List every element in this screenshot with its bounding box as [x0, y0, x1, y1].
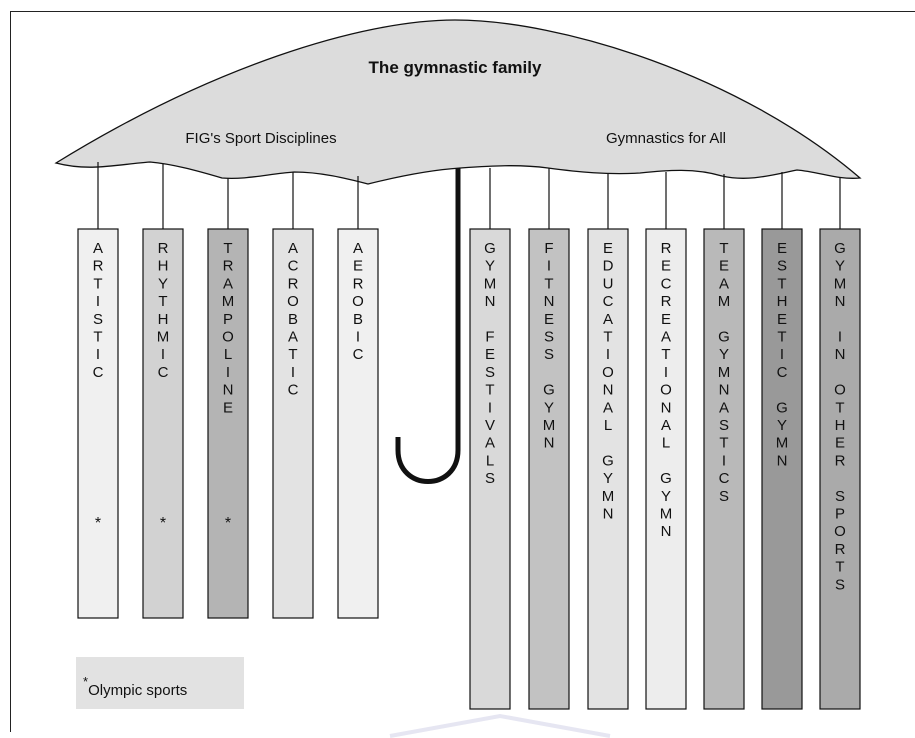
- olympic-marker-artistic: *: [95, 515, 101, 532]
- column-educational-gymn: [587, 228, 629, 710]
- group-label-gfa: Gymnastics for All: [606, 130, 726, 147]
- olympic-marker-trampoline: *: [225, 515, 231, 532]
- column-gymn-in-other-sports: [819, 228, 861, 710]
- watermark: [389, 713, 611, 738]
- umbrella-handle: [395, 168, 461, 484]
- group-label-fig: FIG's Sport Disciplines: [185, 130, 336, 147]
- olympic-marker-rhythmic: *: [160, 515, 166, 532]
- column-recreational-gymn: [645, 228, 687, 710]
- legend-label: Olympic sports: [88, 682, 188, 699]
- legend-text: *Olympic sports: [83, 674, 188, 699]
- column-fitness-gymn: [528, 228, 570, 710]
- umbrella-canopy: [54, 19, 862, 185]
- column-acrobatic: [272, 228, 314, 619]
- column-artistic: [77, 228, 119, 619]
- column-aerobic: [337, 228, 379, 619]
- column-esthetic-gymn: [761, 228, 803, 710]
- column-trampoline: [207, 228, 249, 619]
- diagram-frame: [10, 11, 915, 732]
- column-rhythmic: [142, 228, 184, 619]
- column-team-gymnastics: [703, 228, 745, 710]
- diagram-title: The gymnastic family: [369, 58, 542, 77]
- column-gymn-festivals: [469, 228, 511, 710]
- legend: *Olympic sports: [76, 657, 244, 709]
- legend-marker: *: [83, 674, 89, 689]
